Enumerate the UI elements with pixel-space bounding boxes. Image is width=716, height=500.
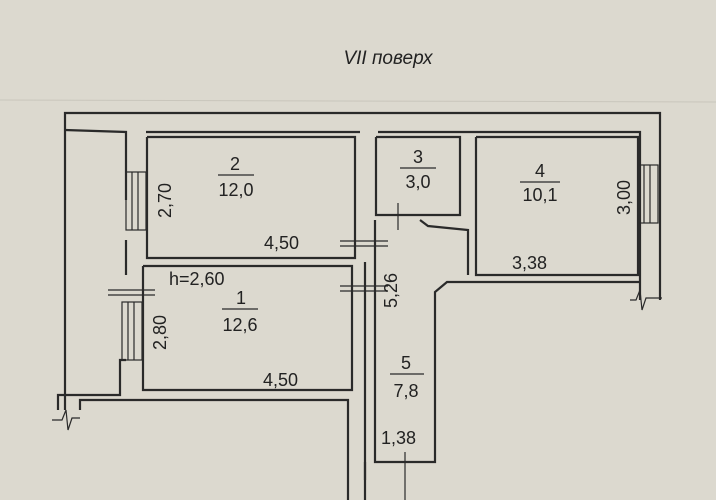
room-3-outline: [374, 135, 462, 217]
room-4-area: 10,1: [522, 185, 557, 205]
outer-walls: [56, 111, 662, 500]
break-mark-right: [630, 289, 662, 311]
corridor-outline: [373, 220, 640, 464]
room-1-outline: [141, 264, 354, 392]
doors: [108, 203, 406, 500]
floor-title: VII поверх: [343, 48, 434, 69]
room4-depth-dim: 3,00: [614, 180, 634, 215]
room-3-area: 3,0: [405, 172, 430, 192]
break-mark-left: [52, 409, 80, 431]
room-1-area: 12,6: [222, 315, 257, 335]
corridor-upper-wall: [419, 219, 470, 275]
corridor-width-dim: 1,38: [381, 428, 416, 448]
corridor-length-dim: 5,26: [381, 273, 401, 308]
room-2-outline: [145, 135, 357, 260]
room-1-number: 1: [236, 288, 246, 308]
room-3-number: 3: [413, 147, 423, 167]
room4-width-dim: 3,38: [512, 253, 547, 273]
room-5-area: 7,8: [393, 381, 418, 401]
room-2-number: 2: [230, 154, 240, 174]
room2-depth-dim: 2,70: [155, 183, 175, 218]
room1-depth-dim: 2,80: [150, 315, 170, 350]
ceiling-height: h=2,60: [169, 269, 225, 289]
room-4-outline: [474, 135, 640, 277]
room-4-number: 4: [535, 161, 545, 181]
paper-fold: [0, 99, 716, 103]
room-2-area: 12,0: [218, 180, 253, 200]
room2-width-dim: 4,50: [264, 233, 299, 253]
room1-width-dim: 4,50: [263, 370, 298, 390]
room-5-number: 5: [401, 353, 411, 373]
